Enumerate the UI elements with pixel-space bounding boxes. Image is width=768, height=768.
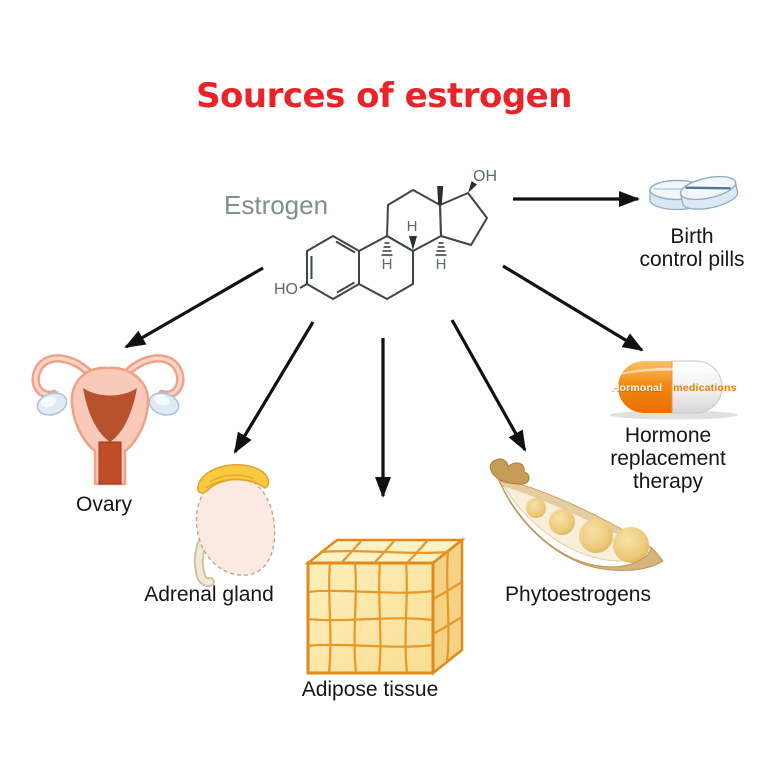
ovary-label: Ovary [75,493,132,516]
page-title: Sources of estrogen [196,76,572,116]
h-label-c8: H [407,218,418,235]
pills-illustration [649,175,739,211]
pod-front-husk [497,477,664,572]
pod-stem [489,458,530,485]
phytoestrogens-label: Phytoestrogens [505,583,651,606]
capsule-orange-half [618,361,672,413]
arrow-to-phytoestrogens [450,319,527,452]
birth-control-pills-label: Birth control pills [617,225,767,271]
ovary-left [36,392,68,416]
capsule-illustration [610,360,738,420]
molecule-atom-labels: OH HO H H H [274,168,497,298]
adipose-tissue-label: Adipose tissue [301,678,439,701]
ring-a [306,235,360,300]
cervical-canal [98,441,122,485]
capsule-white-half [671,360,723,414]
adrenal-cap [196,464,270,494]
ho-bottom-label: HO [274,281,298,298]
hrt-label-line3: therapy [632,470,704,493]
hrt-label-line1: Hormone [624,424,712,447]
capsule-text-hormonal: Hormonal [611,382,663,394]
estrogen-molecule-label: Estrogen [224,190,329,220]
oh-wedge [468,181,477,193]
h-hash-c14 [435,242,447,256]
hrt-label-line2: replacement [610,447,726,470]
h-wedge [409,236,417,250]
hormone-replacement-therapy-label: Hormone replacement therapy [598,424,738,493]
arrow-group [124,191,644,498]
soybean-2 [549,509,575,535]
adrenal-gland-label: Adrenal gland [144,583,274,606]
estradiol-structure-icon [299,181,488,300]
methyl-wedge [437,186,444,205]
arrow-to-hormone-replacement-therapy [502,264,644,352]
ovary-right [148,392,180,416]
h-hash-c9 [381,242,393,256]
uterine-cavity [83,388,137,442]
capsule-text-medications: medications [673,382,737,394]
arrow-to-ovary [124,266,264,349]
adipocyte-grid [307,539,463,674]
arrow-to-adrenal-gland [233,321,315,454]
capsule-gloss [614,367,728,376]
h-label-c9: H [382,256,393,273]
soybean-pod-illustration [489,458,664,572]
soybean-4 [613,527,649,563]
soybean-1 [526,498,546,518]
kidney-body [195,475,276,576]
tablet-right [679,175,739,210]
oh-top-label: OH [473,168,497,185]
soybean-3 [579,519,613,553]
ring-d [439,192,488,246]
h-label-c14: H [436,256,447,273]
adipose-tissue-illustration [304,537,466,676]
adrenal-gland-illustration [193,464,276,588]
uterus-ovary-illustration [31,354,185,486]
pills-label-line2: control pills [639,248,745,271]
pills-label-line1: Birth [670,225,714,248]
